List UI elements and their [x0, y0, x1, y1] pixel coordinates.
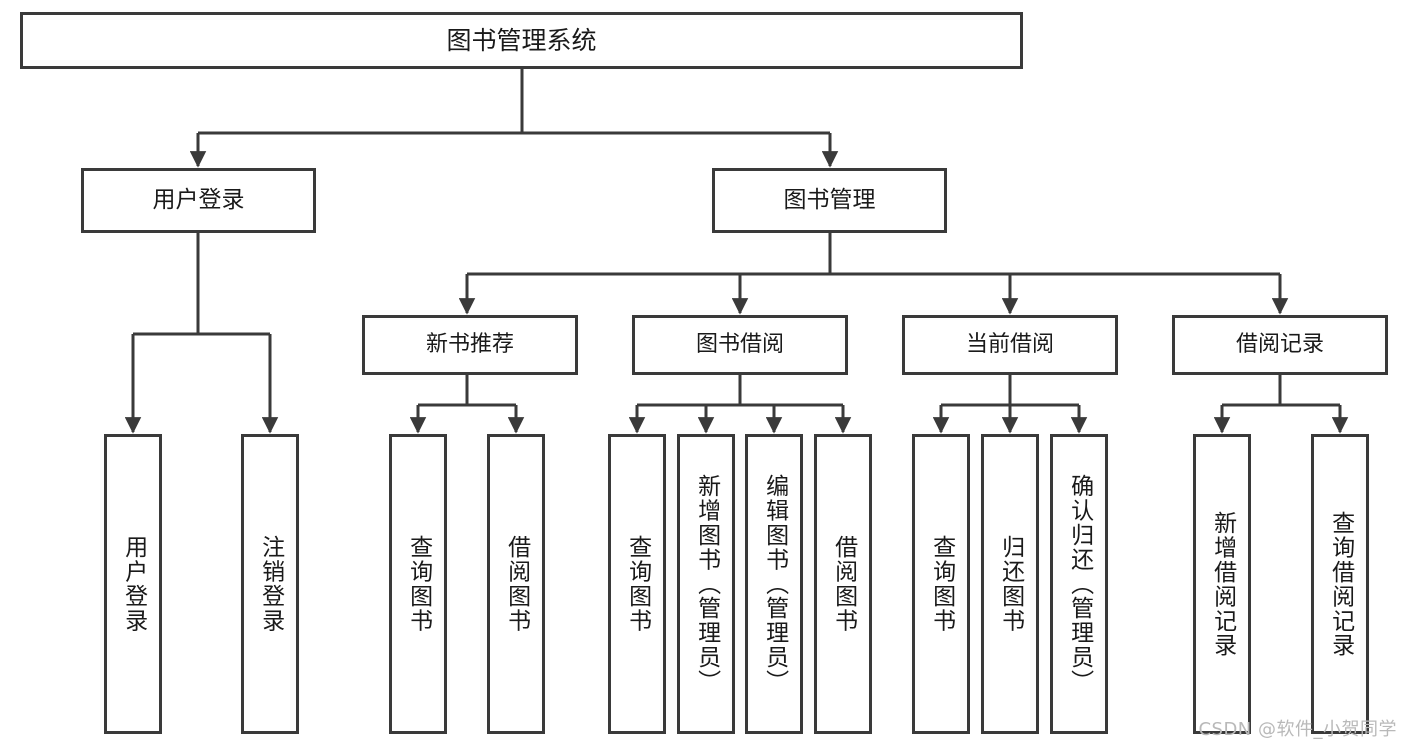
leaf-user-login-label: 用户登录 — [120, 535, 147, 633]
node-book-borrow-label: 图书借阅 — [695, 332, 784, 358]
leaf-query-borrow-record[interactable]: 查询借阅记录 — [1311, 434, 1369, 734]
leaf-add-borrow-record[interactable]: 新增借阅记录 — [1193, 434, 1251, 734]
node-borrow-record[interactable]: 借阅记录 — [1172, 315, 1388, 375]
leaf-add-borrow-record-label: 新增借阅记录 — [1209, 510, 1236, 658]
leaf-query-book-recommend[interactable]: 查询图书 — [389, 434, 447, 734]
leaf-edit-book-admin-label: 编辑图书（管理员） — [761, 474, 788, 694]
leaf-borrow-book-label: 借阅图书 — [830, 535, 857, 633]
leaf-query-book-current-label: 查询图书 — [928, 535, 955, 633]
node-root-label: 图书管理系统 — [446, 25, 597, 55]
node-user-login-label: 用户登录 — [152, 186, 245, 213]
node-root[interactable]: 图书管理系统 — [20, 12, 1023, 69]
leaf-borrow-book-recommend[interactable]: 借阅图书 — [487, 434, 545, 734]
leaf-add-book-admin-label: 新增图书（管理员） — [693, 474, 720, 694]
leaf-confirm-return-admin-label: 确认归还（管理员） — [1066, 474, 1093, 694]
leaf-logout-label: 注销登录 — [257, 535, 284, 633]
node-new-book-recommend[interactable]: 新书推荐 — [362, 315, 578, 375]
leaf-query-book-borrow-label: 查询图书 — [624, 535, 651, 633]
leaf-edit-book-admin[interactable]: 编辑图书（管理员） — [745, 434, 803, 734]
leaf-return-book-label: 归还图书 — [997, 535, 1024, 633]
leaf-query-book-recommend-label: 查询图书 — [405, 535, 432, 633]
node-new-book-recommend-label: 新书推荐 — [425, 332, 514, 358]
leaf-add-book-admin[interactable]: 新增图书（管理员） — [677, 434, 735, 734]
node-borrow-record-label: 借阅记录 — [1235, 332, 1324, 358]
leaf-user-login[interactable]: 用户登录 — [104, 434, 162, 734]
leaf-confirm-return-admin[interactable]: 确认归还（管理员） — [1050, 434, 1108, 734]
leaf-borrow-book-recommend-label: 借阅图书 — [503, 535, 530, 633]
node-user-login[interactable]: 用户登录 — [81, 168, 316, 233]
node-book-management-label: 图书管理 — [783, 186, 876, 213]
leaf-query-book-borrow[interactable]: 查询图书 — [608, 434, 666, 734]
node-book-borrow[interactable]: 图书借阅 — [632, 315, 848, 375]
node-current-borrow[interactable]: 当前借阅 — [902, 315, 1118, 375]
node-book-management[interactable]: 图书管理 — [712, 168, 947, 233]
leaf-query-book-current[interactable]: 查询图书 — [912, 434, 970, 734]
watermark: CSDN @软件_小贺同学 — [1198, 719, 1397, 740]
leaf-borrow-book[interactable]: 借阅图书 — [814, 434, 872, 734]
node-current-borrow-label: 当前借阅 — [965, 332, 1054, 358]
leaf-logout[interactable]: 注销登录 — [241, 434, 299, 734]
leaf-query-borrow-record-label: 查询借阅记录 — [1327, 510, 1354, 658]
leaf-return-book[interactable]: 归还图书 — [981, 434, 1039, 734]
